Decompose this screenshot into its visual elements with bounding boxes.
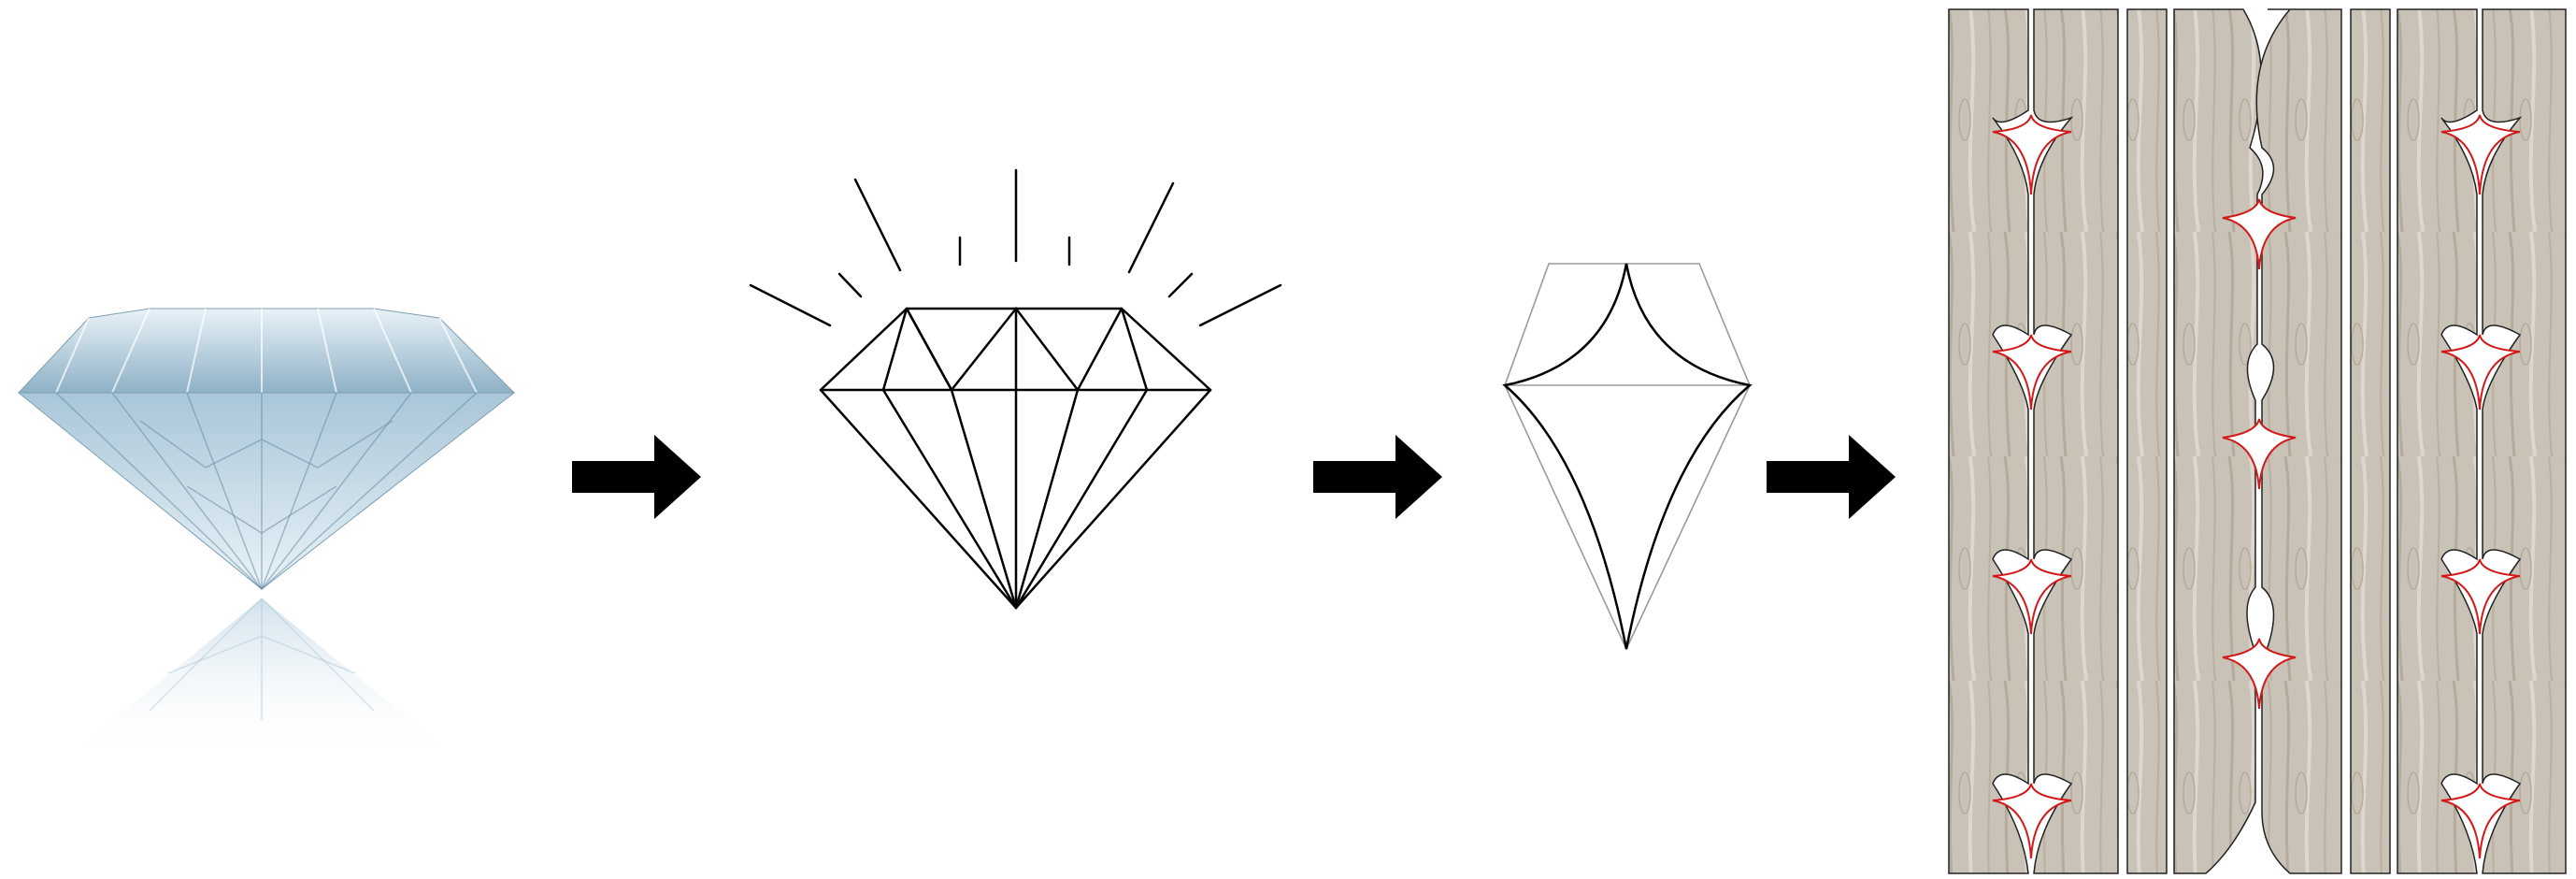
- guide-outline: [1505, 264, 1750, 649]
- gem-pavilion: [19, 393, 514, 589]
- arrow-right-icon: [1313, 435, 1444, 519]
- sparkle-ray: [1200, 285, 1281, 325]
- sparkle-ray: [1169, 274, 1192, 296]
- narrow-slat: [2351, 9, 2390, 873]
- sparkle-ray: [855, 180, 900, 270]
- arrow-right-icon: [572, 435, 703, 519]
- arrow-right-icon: [1767, 435, 1897, 519]
- curved-diamond-shape: [1496, 252, 1757, 664]
- diamond-photo: [0, 281, 533, 804]
- diamond-outline-icon: [738, 159, 1290, 617]
- gem-crown: [19, 309, 514, 393]
- sparkle-ray: [751, 285, 830, 325]
- slatted-wood-panels: [1944, 7, 2570, 877]
- narrow-slat: [2127, 9, 2167, 873]
- sparkle-ray: [839, 274, 861, 296]
- sparkle-ray: [1129, 183, 1173, 272]
- curved-lozenge: [1505, 264, 1750, 649]
